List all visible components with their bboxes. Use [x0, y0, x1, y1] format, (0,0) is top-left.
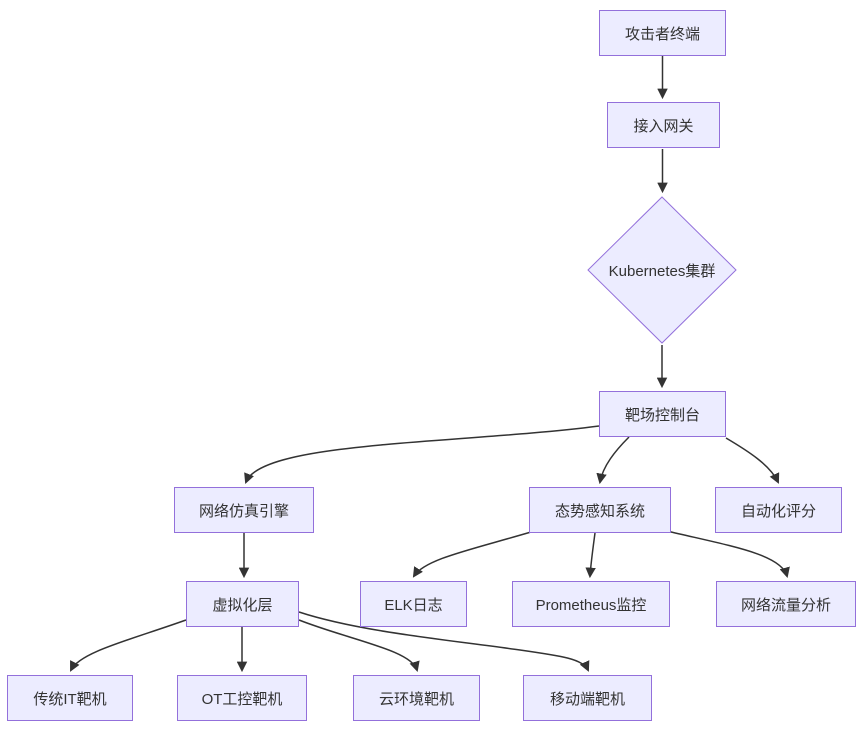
edge-virtualization-to-mobile: [298, 611, 590, 672]
node-access-gateway: 接入网关: [607, 102, 720, 148]
node-range-console: 靶场控制台: [599, 391, 726, 437]
node-elk-logs: ELK日志: [360, 581, 467, 627]
node-prometheus-monitoring: Prometheus监控: [512, 581, 670, 627]
edge-situation-to-prometheus: [585, 532, 596, 579]
node-automated-scoring: 自动化评分: [715, 487, 842, 533]
node-network-simulation-engine: 网络仿真引擎: [174, 487, 314, 533]
node-kubernetes-cluster: Kubernetes集群: [587, 196, 737, 344]
diamond-shape-icon: [587, 196, 737, 344]
edge-situation-to-elk: [412, 531, 532, 578]
edge-console-to-scoring: [725, 437, 780, 484]
node-situation-awareness-system: 态势感知系统: [529, 487, 671, 533]
node-network-traffic-analysis: 网络流量分析: [716, 581, 856, 627]
edge-console-to-netsim: [244, 425, 600, 484]
node-mobile-target: 移动端靶机: [523, 675, 652, 721]
edge-virtualization-to-traditional: [70, 619, 187, 672]
edge-console-to-situation: [596, 436, 630, 485]
edge-virtualization-to-cloud: [298, 619, 420, 673]
node-traditional-it-target: 传统IT靶机: [7, 675, 133, 721]
node-kubernetes-cluster-label: Kubernetes集群: [608, 262, 716, 280]
node-virtualization-layer: 虚拟化层: [186, 581, 299, 627]
node-cloud-env-target: 云环境靶机: [353, 675, 480, 721]
edge-situation-to-traffic: [666, 530, 790, 579]
node-attacker-terminal: 攻击者终端: [599, 10, 726, 56]
node-ot-ics-target: OT工控靶机: [177, 675, 307, 721]
